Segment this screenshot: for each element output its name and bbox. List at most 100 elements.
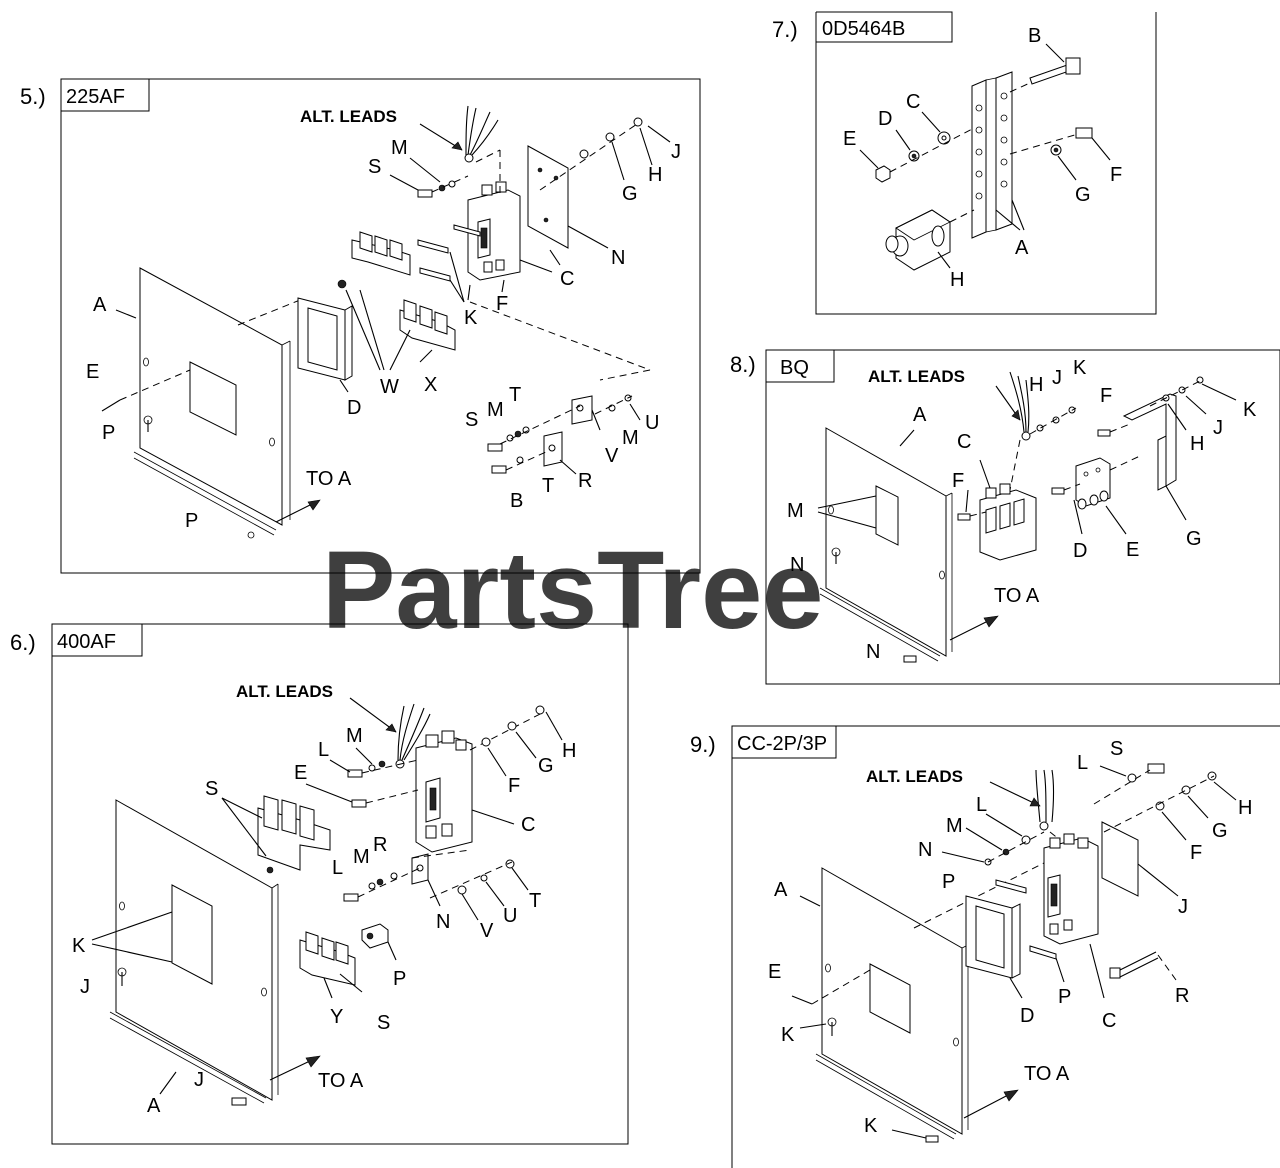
to-a-label-400af: TO A [318,1070,364,1092]
lug-hardware-225af [469,301,651,475]
to-a-label-cc: TO A [1024,1063,1070,1085]
callout-s-lower: S [465,409,478,431]
link-strips-cc [995,879,1065,983]
panel-400af-title-box [52,624,143,657]
panel-cc-frame [731,725,1280,1168]
circuit-breaker-400af [415,705,563,853]
callout-b: B [510,490,523,512]
callout-d: D [1020,1005,1034,1027]
panel-400af: 6.) 400AF [10,623,629,1145]
callout-g: G [622,183,638,205]
to-a-arrow-225af [275,499,321,523]
callout-l: L [318,739,329,761]
mounting-plate-cc [791,861,1047,1143]
callout-l-left: L [976,794,987,816]
callout-h: H [950,269,964,291]
callout-h-right: H [1190,433,1204,455]
panel-0d5464b-number: 7.) [772,17,798,42]
callout-h: H [1238,797,1252,819]
callout-d: D [878,108,892,130]
circuit-breaker-cc [1043,821,1179,999]
callout-s: S [368,156,381,178]
callout-r: R [373,834,387,856]
callout-u: U [645,412,659,434]
callout-a: A [774,879,788,901]
alt-leads-cc [989,769,1061,841]
callout-j-right: J [1213,417,1223,439]
callout-d: D [347,397,361,419]
callout-y: Y [330,1006,343,1028]
callout-f-lower: F [952,470,964,492]
stud-r [1109,951,1177,981]
callout-h: H [648,164,662,186]
lug-h [885,209,975,271]
callout-g: G [1075,184,1091,206]
alt-leads-label-225af: ALT. LEADS [300,107,397,126]
callout-g: G [538,755,554,777]
alt-leads-label-bq: ALT. LEADS [868,367,965,386]
callout-m: M [787,500,804,522]
callout-x: X [424,374,437,396]
callout-j: J [1178,896,1188,918]
callout-a: A [1015,237,1029,259]
callout-f: F [508,775,520,797]
callout-r: R [578,470,592,492]
callout-l: L [1077,752,1088,774]
terminal-shields-400af [221,795,363,999]
panel-bq: 8.) BQ [730,349,1280,685]
terminal-strip [971,71,1025,239]
panel-225af-model: 225AF [66,86,125,108]
callout-a: A [913,404,927,426]
callout-n: N [918,839,932,861]
callout-a: A [147,1095,161,1117]
callout-c: C [906,91,920,113]
callout-s: S [205,778,218,800]
callout-j: J [1052,367,1062,389]
panel-0d5464b: 7.) 0D5464B [772,11,1157,315]
lug-hardware-400af [343,849,529,921]
circuit-breaker-225af [467,117,671,301]
panel-bq-frame [765,349,1280,685]
panel-225af-number: 5.) [20,84,46,109]
callout-p: P [393,968,406,990]
callout-e: E [86,361,99,383]
callout-m: M [946,815,963,837]
terminal-block-bq [1051,455,1141,535]
callouts-0d5464b: B E D C G F A H [843,25,1122,291]
panel-cc-model: CC-2P/3P [737,733,827,755]
callout-k: K [464,307,478,329]
callout-m: M [346,725,363,747]
callout-m-lower: M [487,399,504,421]
callout-r: R [1175,985,1189,1007]
link-strips [417,224,481,303]
callout-c: C [560,268,574,290]
callout-f: F [1100,385,1112,407]
callout-t-lower: T [542,475,554,497]
callout-n-lower: N [866,641,880,663]
callouts-225af: S M G H J N C F K A E P P D W X S M T U … [86,137,681,532]
callouts-cc: S L H G F M L N P J A E K D P C R K [768,738,1252,1137]
mounting-plate-400af [91,799,279,1106]
callout-j: J [80,976,90,998]
callout-k: K [1073,357,1087,379]
terminal-shields [337,231,456,371]
callout-f: F [496,293,508,315]
callout-c: C [521,814,535,836]
panel-400af-number: 6.) [10,630,36,655]
callout-f: F [1110,164,1122,186]
alt-leads-bq [995,371,1077,491]
screws-upper-400af [305,747,419,808]
callout-t: T [509,384,521,406]
callout-e: E [1126,539,1139,561]
panel-0d5464b-model: 0D5464B [822,18,905,40]
to-a-arrow-400af [269,1055,321,1081]
callout-s: S [1110,738,1123,760]
callout-m-right: M [622,427,639,449]
callout-n: N [611,247,625,269]
callout-n: N [790,554,804,576]
bracket-g [1097,376,1237,521]
callout-m: M [391,137,408,159]
panel-bq-title-box [766,350,835,383]
panel-225af-title-box [61,79,150,112]
